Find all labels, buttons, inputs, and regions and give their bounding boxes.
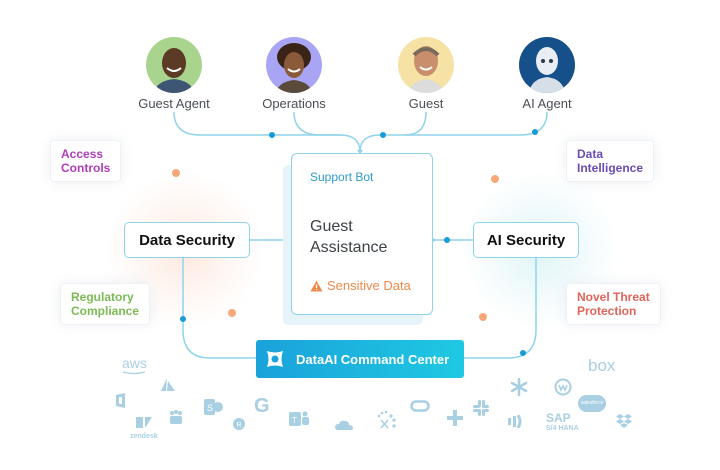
person-avatar-icon — [146, 37, 202, 93]
slack-logo-icon — [473, 400, 489, 416]
dropbox-logo-icon — [616, 414, 632, 428]
salesforce-logo-icon: salesforce — [578, 395, 606, 412]
command-center-logo-icon — [267, 351, 283, 367]
person-avatar-icon — [266, 37, 322, 93]
line-dot — [380, 132, 386, 138]
person-avatar-icon — [398, 37, 454, 93]
label-ai-agent: AI Agent — [522, 96, 572, 111]
zendesk-text: zendesk — [130, 433, 158, 440]
title-line: Guest — [310, 218, 353, 235]
line-dot — [269, 132, 275, 138]
zendesk-z-icon — [135, 417, 152, 428]
aws-logo-icon: aws — [122, 355, 147, 375]
title-line: Assistance — [310, 239, 388, 256]
workplace-logo-icon — [554, 378, 572, 396]
sensitive-data-warning: Sensitive Data — [310, 278, 411, 293]
avatar-ai-agent[interactable] — [519, 37, 575, 93]
center-card-title: Guest Assistance — [310, 216, 387, 258]
label-guest-agent: Guest Agent — [138, 96, 210, 111]
sap-text: SAP — [546, 411, 571, 425]
connector-guest-agent — [173, 111, 361, 153]
bars-logo-icon — [508, 415, 522, 428]
decor-dot — [479, 313, 487, 321]
line-dot — [532, 129, 538, 135]
tag-line: Regulatory — [71, 290, 134, 304]
svg-text:T: T — [292, 416, 297, 425]
oracle-logo-icon — [410, 400, 430, 412]
tag-line: Compliance — [71, 304, 140, 318]
sharepoint-logo-icon: S — [204, 399, 223, 415]
tag-line: Intelligence — [577, 161, 644, 175]
center-card-subtitle: Support Bot — [310, 170, 374, 184]
center-card[interactable]: Support Bot Guest Assistance Sensitive D… — [291, 153, 433, 315]
snowflake-logo-icon — [510, 378, 528, 396]
box-logo-icon: box — [588, 356, 616, 375]
connector-guest — [359, 111, 427, 153]
command-center-button[interactable]: DataAI Command Center — [256, 340, 464, 378]
dots-x-logo-icon — [377, 410, 396, 429]
sap-subtext: S/4 HANA — [546, 425, 579, 432]
azure-logo-icon — [161, 378, 175, 391]
office-logo-icon — [116, 393, 125, 408]
avatar-guest[interactable] — [398, 37, 454, 93]
aws-text: aws — [122, 355, 147, 371]
tag-line: Controls — [61, 161, 111, 175]
decor-dot — [228, 309, 236, 317]
aws-smile-icon — [122, 371, 146, 375]
tag-line: Access — [61, 147, 104, 161]
warning-text: Sensitive Data — [327, 278, 411, 293]
decor-dot — [172, 169, 180, 177]
tag-access-controls: Access Controls — [50, 140, 122, 182]
line-dot — [444, 237, 450, 243]
salesforce-text: salesforce — [580, 400, 604, 406]
r-logo-icon: R — [233, 418, 245, 430]
plus-logo-icon — [447, 410, 463, 426]
command-center-label: DataAI Command Center — [296, 351, 450, 367]
tag-novel-threat-protection: Novel Threat Protection — [566, 283, 661, 325]
svg-text:R: R — [237, 422, 242, 429]
line-dot — [520, 350, 526, 356]
connector-ai-agent — [405, 111, 548, 136]
node-ai-security[interactable]: AI Security — [473, 222, 579, 258]
decor-dot — [491, 175, 499, 183]
warning-triangle-icon — [310, 280, 323, 291]
zendesk-logo-icon: zendesk — [130, 415, 158, 440]
tag-data-intelligence: Data Intelligence — [566, 140, 655, 182]
label-operations: Operations — [262, 96, 326, 111]
tag-line: Novel Threat — [577, 290, 650, 304]
tag-line: Data — [577, 147, 604, 161]
teams-people-logo-icon — [170, 410, 182, 424]
robot-avatar-icon — [519, 37, 575, 93]
label-guest: Guest — [408, 96, 444, 111]
connector-operations — [293, 111, 340, 136]
avatar-operations[interactable] — [266, 37, 322, 93]
tag-line: Protection — [577, 304, 637, 318]
ms-teams-logo-icon: T — [289, 411, 309, 426]
node-data-security[interactable]: Data Security — [124, 222, 250, 258]
google-logo-icon: G — [254, 395, 270, 417]
svg-text:S: S — [207, 403, 213, 413]
tag-regulatory-compliance: Regulatory Compliance — [60, 283, 151, 325]
onedrive-cloud-icon — [335, 420, 353, 430]
avatar-guest-agent[interactable] — [146, 37, 202, 93]
sap-logo-icon: SAP S/4 HANA — [546, 411, 579, 433]
